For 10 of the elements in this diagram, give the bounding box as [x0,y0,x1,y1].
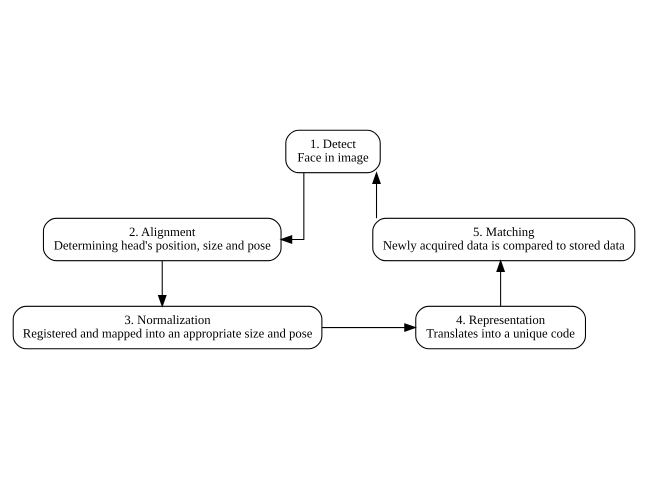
node-box: 2. Alignment Determining head's position, size and pose [42,218,282,262]
node-box: 4. Representation Translates into a unique code [415,306,586,350]
arrow [496,259,506,306]
arrow [372,171,381,218]
node-box: 1. Detect Face in image [285,130,381,174]
arrow [158,260,167,308]
node-box: 5. Matching Newly acquired data is compared to stored data [372,218,636,262]
node-box: 3. Normalization Registered and mapped into an appropriate size and pose [12,306,322,350]
arrow [280,172,304,244]
arrow [322,323,417,332]
